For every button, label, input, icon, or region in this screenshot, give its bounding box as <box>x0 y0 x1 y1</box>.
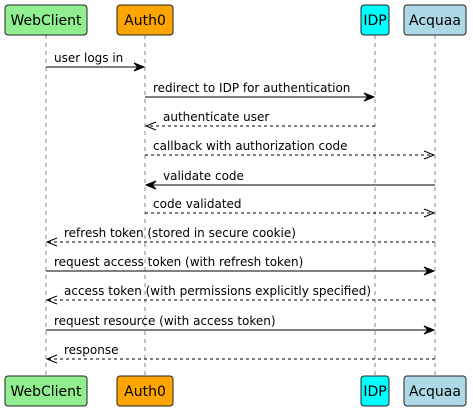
arrowhead-icon <box>423 150 436 160</box>
message-label: request resource (with access token) <box>54 314 276 328</box>
message-9: access token (with permissions explicitl… <box>45 284 435 305</box>
participant-box <box>360 375 390 407</box>
participant-label: Auth0 <box>124 384 166 400</box>
participant-label: Auth0 <box>124 13 166 29</box>
arrowhead-icon <box>363 92 376 102</box>
participant-box <box>403 4 467 36</box>
message-label: validate code <box>163 169 244 183</box>
participant-label: WebClient <box>10 13 82 29</box>
message-label: authenticate user <box>163 110 269 124</box>
message-2: redirect to IDP for authentication <box>145 81 376 102</box>
participant-label: Acquaa <box>409 13 461 29</box>
participant-auth0-top: Auth0 <box>116 4 174 36</box>
arrowhead-icon <box>423 266 436 276</box>
lifelines <box>45 35 436 376</box>
message-label: user logs in <box>54 51 123 65</box>
arrowhead-icon <box>45 354 58 364</box>
participant-label: IDP <box>363 384 386 400</box>
message-3: authenticate user <box>144 110 375 131</box>
messages: user logs in redirect to IDP for authenti… <box>45 51 436 364</box>
message-4: callback with authorization code <box>145 139 436 160</box>
arrowhead-icon <box>423 208 436 218</box>
message-label: response <box>64 343 119 357</box>
message-label: refresh token (stored in secure cookie) <box>64 226 296 240</box>
message-label: access token (with permissions explicitl… <box>64 284 371 298</box>
participant-box <box>4 4 88 36</box>
arrowhead-icon <box>45 237 58 247</box>
participant-box <box>116 375 174 407</box>
message-6: code validated <box>145 197 436 218</box>
message-1: user logs in <box>46 51 146 72</box>
participant-box <box>116 4 174 36</box>
participant-acquaa-top: Acquaa <box>403 4 467 36</box>
arrowhead-icon <box>133 62 146 72</box>
message-label: callback with authorization code <box>153 139 348 153</box>
participant-box <box>4 375 88 407</box>
participant-auth0-bottom: Auth0 <box>116 375 174 407</box>
participant-acquaa-bottom: Acquaa <box>403 375 467 407</box>
participant-webclient-bottom: WebClient <box>4 375 88 407</box>
participant-idp-bottom: IDP <box>360 375 390 407</box>
arrowhead-icon <box>144 121 157 131</box>
message-label: redirect to IDP for authentication <box>153 81 350 95</box>
message-label: code validated <box>153 197 242 211</box>
participant-label: WebClient <box>10 384 82 400</box>
participants-bottom: WebClient Auth0 IDP Acquaa <box>4 375 467 407</box>
participant-box <box>403 375 467 407</box>
message-8: request access token (with refresh token… <box>46 255 436 276</box>
arrowhead-icon <box>45 295 58 305</box>
message-7: refresh token (stored in secure cookie) <box>45 226 435 247</box>
participant-webclient-top: WebClient <box>4 4 88 36</box>
message-10: request resource (with access token) <box>46 314 436 335</box>
participant-label: Acquaa <box>409 384 461 400</box>
message-5: validate code <box>144 169 435 190</box>
participant-label: IDP <box>363 13 386 29</box>
message-label: request access token (with refresh token… <box>54 255 303 269</box>
participant-box <box>360 4 390 36</box>
arrowhead-icon <box>144 180 157 190</box>
arrowhead-icon <box>423 325 436 335</box>
message-11: response <box>45 343 435 364</box>
participants-top: WebClient Auth0 IDP Acquaa <box>4 4 467 36</box>
participant-idp-top: IDP <box>360 4 390 36</box>
